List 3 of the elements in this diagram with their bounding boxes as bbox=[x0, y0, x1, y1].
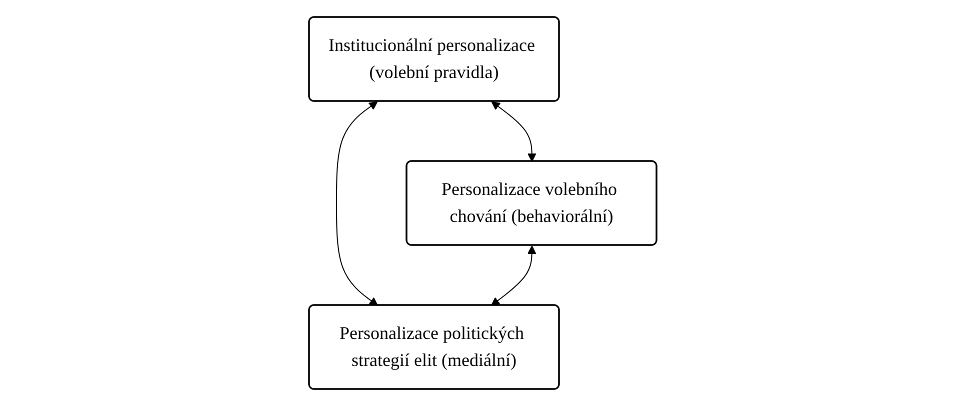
arrow bbox=[491, 101, 536, 162]
arrow bbox=[490, 246, 536, 306]
arrow bbox=[336, 101, 378, 306]
